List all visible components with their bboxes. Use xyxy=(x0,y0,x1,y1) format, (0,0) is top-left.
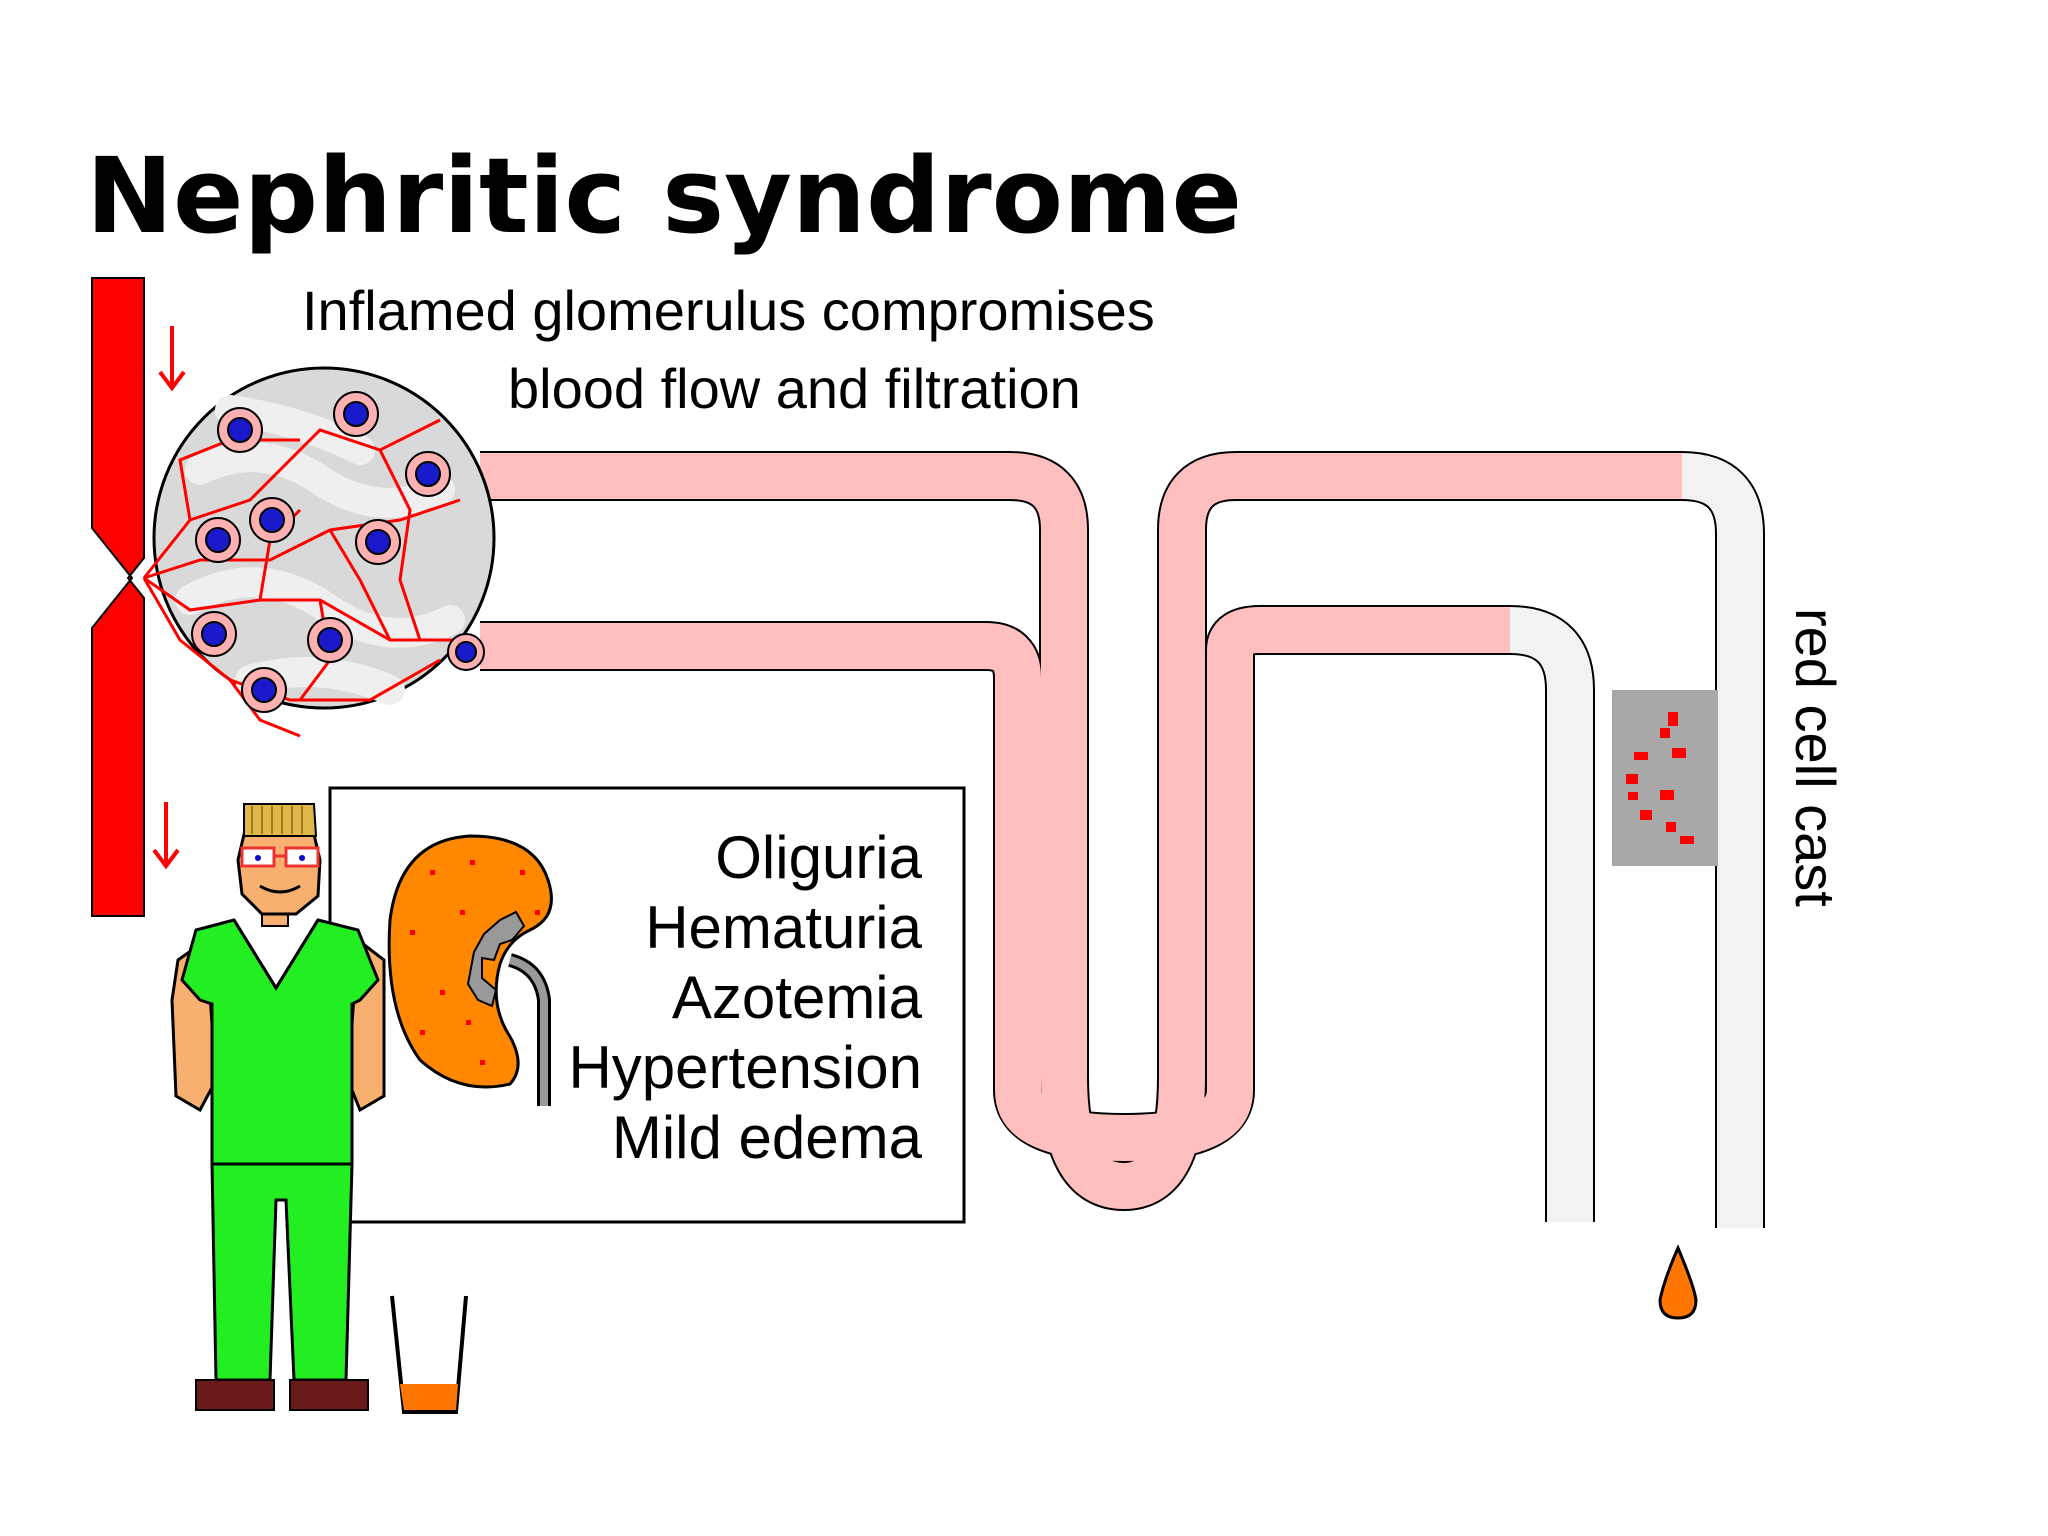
kidney-icon xyxy=(387,834,553,1106)
symptom-item: Hypertension xyxy=(568,1034,922,1101)
glomerular-cells xyxy=(191,391,485,713)
symptom-list: Oliguria Hematuria Azotemia Hypertension… xyxy=(568,824,922,1171)
cast-label: red cell cast xyxy=(1784,608,1847,907)
tubule-lining-outer-normal xyxy=(1681,453,1763,1228)
glomerulus xyxy=(142,366,496,738)
glomerulus-shading xyxy=(175,395,465,705)
blood-vessel xyxy=(91,277,145,917)
symptom-item: Hematuria xyxy=(645,894,922,961)
doctor-figure xyxy=(170,803,386,1411)
symptom-item: Mild edema xyxy=(612,1104,923,1171)
tubule-lining-inner-inflamed xyxy=(480,607,1510,1161)
symptom-item: Azotemia xyxy=(672,964,923,1031)
caption-line-2: blood flow and filtration xyxy=(508,357,1081,420)
symptom-item: Oliguria xyxy=(715,824,922,891)
tubule-lining-inner-normal xyxy=(1509,607,1593,1222)
nephron-tubule xyxy=(480,451,1765,1228)
tubule-lining-outer-inflamed xyxy=(480,453,1682,1209)
afferent-arrow-icon xyxy=(158,326,186,392)
page-title: Nephritic syndrome xyxy=(86,135,1242,257)
cast-red-cells xyxy=(1626,712,1694,844)
doctor-right-shoe xyxy=(289,1379,369,1411)
doctor-pants xyxy=(210,1162,354,1382)
doctor-head xyxy=(236,824,322,916)
caption-line-1: Inflamed glomerulus compromises xyxy=(302,279,1155,342)
urine-cup-icon xyxy=(390,1295,468,1414)
doctor-shirt xyxy=(180,918,380,1166)
doctor-left-shoe xyxy=(195,1379,275,1411)
doctor-hair xyxy=(243,803,318,837)
urine-drop-icon xyxy=(1658,1244,1698,1320)
efferent-arrow-icon xyxy=(152,802,180,870)
